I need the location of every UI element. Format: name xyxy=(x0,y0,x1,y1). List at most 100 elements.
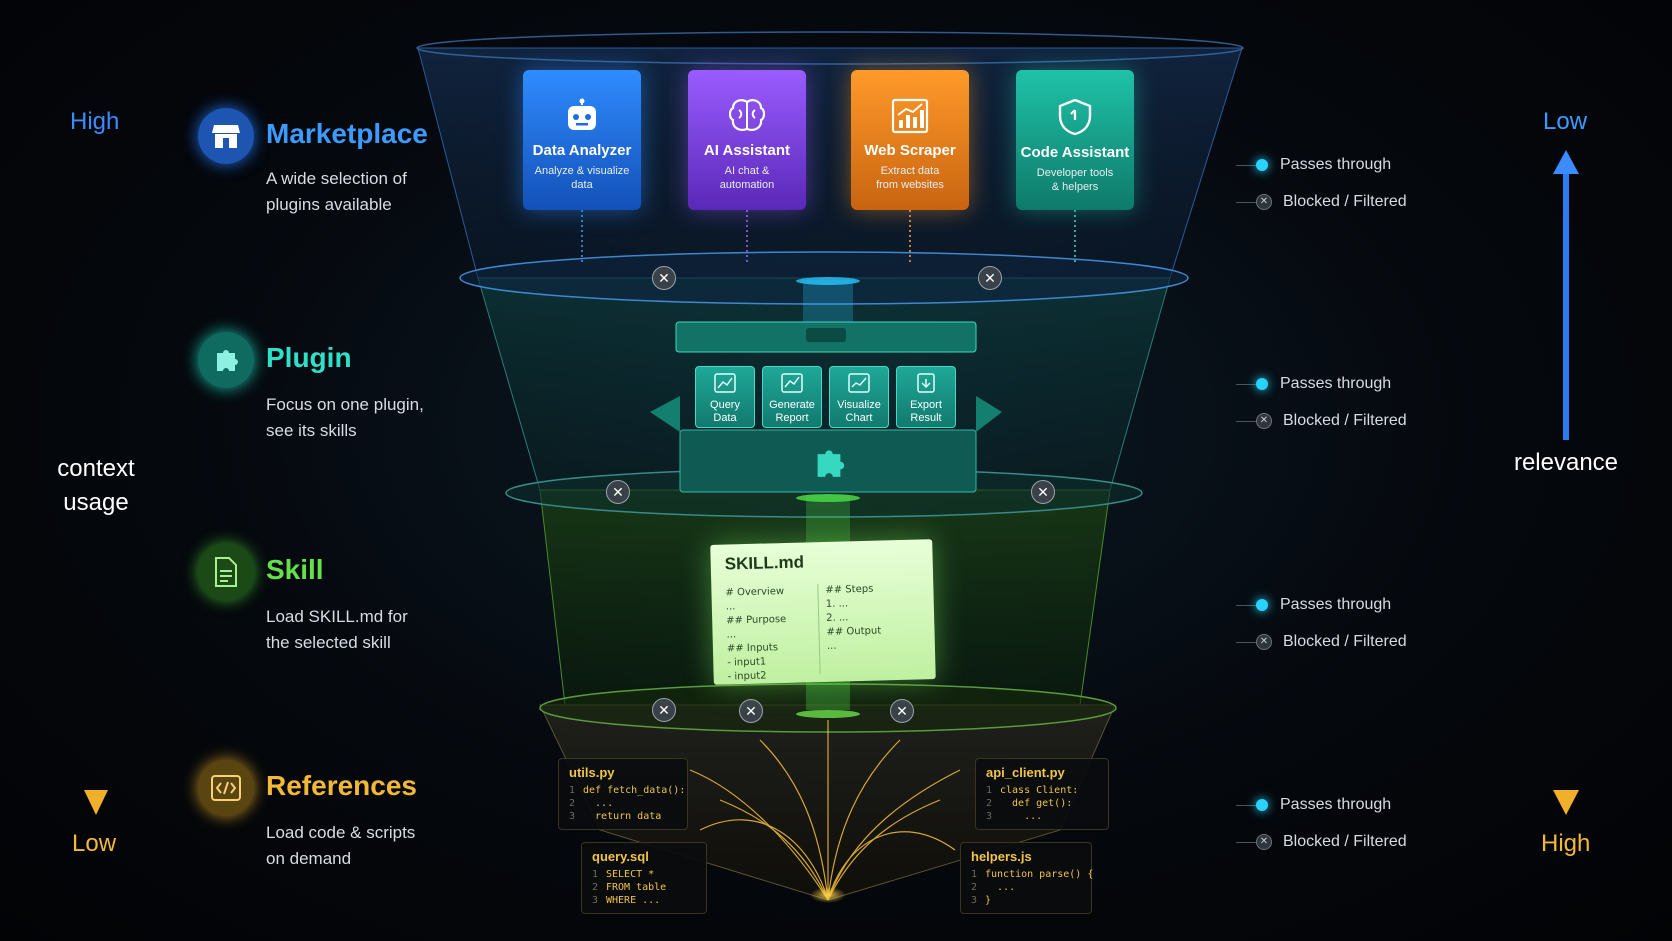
code-line: 2 def get(): xyxy=(986,798,1073,809)
skill-md-right-column: ## Steps 1. ... 2. ... ## Output ... xyxy=(825,582,917,654)
legend-pass-label: Passes through xyxy=(1280,156,1392,173)
pass-dot-icon xyxy=(1256,378,1268,390)
plugin-card-web-scraper[interactable]: Web Scraper Extract data from websites xyxy=(851,70,969,210)
export-icon xyxy=(917,373,935,393)
card-subtitle: Developer tools& helpers xyxy=(1025,166,1125,194)
code-file-name: utils.py xyxy=(569,765,615,780)
shield-icon xyxy=(1058,98,1092,136)
chart-icon xyxy=(781,373,803,393)
card-subtitle: Extract data from websites xyxy=(860,164,960,192)
skill-label-line1: Query xyxy=(710,399,740,411)
pass-dot-icon xyxy=(1256,159,1268,171)
skill-label-line1: Export xyxy=(910,399,942,411)
plugin-card-ai-assistant[interactable]: AI Assistant AI chat & automation xyxy=(688,70,806,210)
pass-dot-icon xyxy=(1256,599,1268,611)
relevance-low-label: Low xyxy=(1543,108,1588,135)
stage-desc-line2: plugins available xyxy=(266,195,392,214)
skill-md-title: SKILL.md xyxy=(724,552,805,574)
stage-desc-marketplace: A wide selection of plugins available xyxy=(266,166,446,218)
card-title: Web Scraper xyxy=(864,142,956,159)
legend-marketplace: Passes through ✕Blocked / Filtered xyxy=(1236,155,1407,212)
legend-block: ✕Blocked / Filtered xyxy=(1236,632,1407,652)
card-subtitle-line2: automation xyxy=(719,179,775,191)
blocked-x-icon: ✕ xyxy=(739,699,763,723)
legend-pass: Passes through xyxy=(1236,595,1407,615)
doc-line: ... xyxy=(826,640,837,652)
legend-block: ✕ Blocked / Filtered xyxy=(1236,411,1407,431)
stage-desc-line2: on demand xyxy=(266,849,352,868)
skill-label-line2: Data xyxy=(713,412,737,424)
context-usage-line2: usage xyxy=(63,489,129,516)
blocked-x-icon: ✕ xyxy=(652,698,676,722)
blocked-x-icon: ✕ xyxy=(1256,413,1272,429)
code-line: 2 ... xyxy=(971,882,1016,893)
puzzle-icon xyxy=(198,332,254,388)
card-subtitle-line2: data xyxy=(571,179,593,191)
stage-desc-references: Load code & scripts on demand xyxy=(266,820,446,872)
legend-pass-label: Passes through xyxy=(1280,596,1392,613)
skill-label-line1: Generate xyxy=(769,399,815,411)
pass-dot-icon xyxy=(1256,799,1268,811)
code-line: 3 ... xyxy=(986,811,1043,822)
stage-desc-line2: see its skills xyxy=(266,421,357,440)
legend-block-label: Blocked / Filtered xyxy=(1283,833,1407,850)
brain-icon xyxy=(728,99,766,131)
stage-desc-line1: Load code & scripts xyxy=(266,823,416,842)
skill-md-document[interactable]: SKILL.md # Overview ... ## Purpose ... #… xyxy=(710,539,936,685)
legend-block-label: Blocked / Filtered xyxy=(1283,633,1407,650)
legend-pass-label: Passes through xyxy=(1280,796,1392,813)
legend-block: ✕Blocked / Filtered xyxy=(1236,192,1407,212)
skill-label-line1: Visualize xyxy=(837,399,881,411)
card-title: Code Assistant xyxy=(1020,144,1130,161)
stage-title-plugin: Plugin xyxy=(266,342,352,373)
skill-md-left-column: # Overview ... ## Purpose ... ## Inputs … xyxy=(725,584,818,684)
context-usage-high-label: High xyxy=(70,108,120,135)
skill-label-line2: Result xyxy=(910,412,942,424)
card-title: AI Assistant xyxy=(703,142,791,159)
card-subtitle-line2: from websites xyxy=(876,179,944,191)
blocked-x-icon: ✕ xyxy=(606,480,630,504)
code-line: 3} xyxy=(971,895,992,906)
code-line: 3 return data xyxy=(569,811,662,822)
blocked-x-icon: ✕ xyxy=(652,266,676,290)
card-subtitle-line1: Extract data xyxy=(880,165,940,177)
stage-title-references: References xyxy=(266,770,417,801)
code-file-name: query.sql xyxy=(592,849,649,864)
card-subtitle-line1: AI chat & xyxy=(724,165,770,177)
legend-references: Passes through ✕Blocked / Filtered xyxy=(1236,795,1407,852)
legend-block-label: Blocked / Filtered xyxy=(1283,412,1407,429)
puzzle-icon xyxy=(817,450,845,477)
code-file-name: api_client.py xyxy=(986,765,1065,780)
legend-plugin: Passes through ✕Blocked / Filtered xyxy=(1236,374,1407,431)
store-icon xyxy=(198,108,254,164)
blocked-x-icon: ✕ xyxy=(1256,194,1272,210)
chart-icon xyxy=(891,98,929,134)
code-icon xyxy=(198,760,254,816)
plugin-card-code-assistant[interactable]: Code Assistant Developer tools& helpers xyxy=(1016,70,1134,210)
stage-desc-skill: Load SKILL.md for the selected skill xyxy=(266,604,446,656)
card-subtitle-line2: & helpers xyxy=(1051,181,1099,193)
stage-desc-line1: Focus on one plugin, xyxy=(266,395,424,414)
relevance-label: relevance xyxy=(1513,449,1619,476)
document-icon xyxy=(198,544,254,600)
chart-icon xyxy=(848,373,870,393)
code-file-name: helpers.js xyxy=(971,849,1032,864)
column-divider xyxy=(817,584,821,675)
legend-block: ✕Blocked / Filtered xyxy=(1236,832,1407,852)
